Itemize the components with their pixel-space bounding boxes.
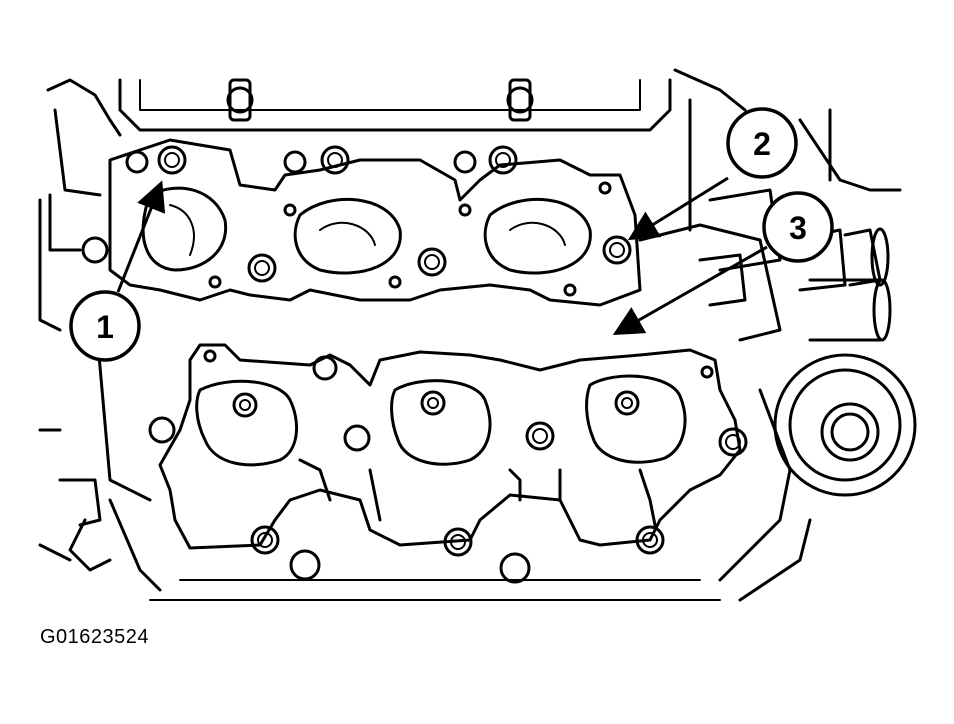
callout-3-label: 3	[789, 210, 807, 246]
callout-1: 1	[69, 180, 166, 362]
upper-bolts	[81, 145, 632, 283]
engine-block-outline	[38, 68, 902, 602]
top-bolts	[226, 78, 534, 122]
upper-manifold-gasket	[108, 138, 642, 307]
pulley	[773, 353, 917, 497]
lower-bolts	[148, 416, 748, 584]
callout-2: 2	[627, 107, 798, 241]
callout-2-label: 2	[753, 126, 771, 162]
lower-exhaust-manifold	[158, 343, 742, 550]
callout-1-label: 1	[96, 309, 114, 345]
callout-3: 3	[612, 191, 834, 335]
figure-id: G01623524	[40, 626, 150, 648]
